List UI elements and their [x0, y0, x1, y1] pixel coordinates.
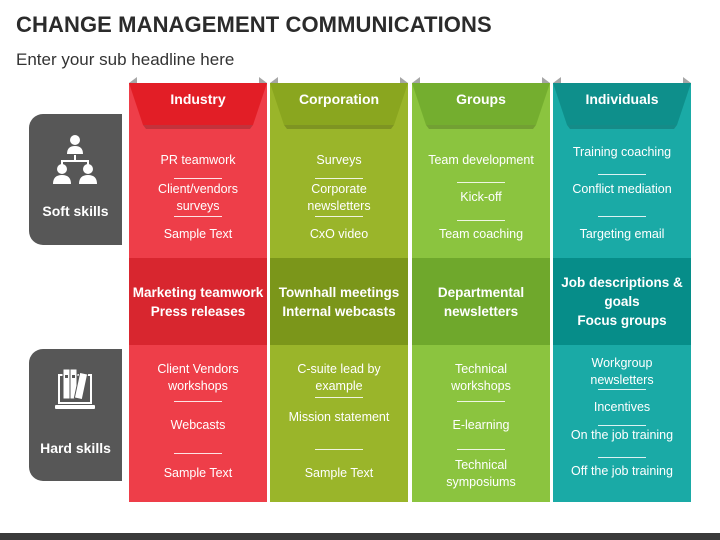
middle-line: Marketing teamwork — [132, 284, 264, 300]
books-laptop-icon — [55, 368, 95, 409]
item-divider — [315, 178, 363, 180]
hard-item: Off the job training — [571, 464, 673, 478]
header-ribbon-shape — [270, 77, 408, 129]
column-header: Individuals — [553, 77, 691, 133]
hard-item: C-suite lead by example — [297, 362, 381, 393]
column-header-label: Corporation — [298, 91, 380, 107]
column-header-label: Industry — [170, 91, 226, 107]
org-chart-icon — [53, 135, 97, 184]
row-label-hard-skills: Hard skills — [29, 349, 122, 481]
row-label-text: Hard skills — [40, 440, 111, 456]
item-divider — [174, 453, 222, 454]
column-header: Industry — [129, 77, 267, 133]
middle-line: Job descriptions & goals — [561, 275, 683, 309]
item-divider — [457, 401, 505, 402]
item-divider — [174, 178, 222, 180]
soft-item: Surveys — [316, 152, 362, 167]
row-label-text: Soft skills — [42, 203, 109, 219]
item-divider — [598, 425, 646, 426]
hard-item: Workgroup newsletters — [590, 356, 654, 387]
item-divider — [457, 182, 505, 184]
item-divider — [598, 457, 646, 458]
page-subtitle: Enter your sub headline here — [16, 50, 235, 69]
soft-item: Team development — [428, 152, 534, 167]
hard-item: Sample Text — [163, 466, 233, 480]
hard-item: Client Vendors workshops — [157, 362, 239, 393]
middle-text: Departmental newsletters — [412, 283, 550, 321]
item-divider — [174, 215, 222, 217]
soft-item: Conflict mediation — [572, 182, 672, 196]
hard-skills-cell — [129, 345, 267, 502]
item-divider — [457, 449, 505, 450]
soft-item: Sample Text — [163, 227, 233, 242]
hard-item: Incentives — [593, 400, 651, 414]
hard-item: On the job training — [570, 428, 674, 442]
soft-item: Targeting email — [579, 227, 665, 242]
soft-item: Client/vendors surveys — [158, 182, 238, 213]
middle-line: Press releases — [150, 303, 246, 319]
item-divider — [315, 397, 363, 398]
row-label-soft-skills: Soft skills — [29, 114, 122, 245]
column-header: Corporation — [270, 77, 408, 133]
middle-line: Focus groups — [577, 313, 667, 328]
soft-item: Kick-off — [460, 190, 502, 204]
header-ribbon-shape — [129, 77, 267, 129]
soft-item: Training coaching — [572, 144, 672, 159]
footer-bar — [0, 533, 720, 540]
middle-line: Departmental newsletters — [437, 284, 525, 319]
soft-item: PR teamwork — [160, 152, 236, 167]
hard-skills-cell — [553, 345, 691, 502]
item-divider — [315, 449, 363, 450]
column-header: Groups — [412, 77, 550, 133]
header-ribbon-shape — [412, 77, 550, 129]
item-divider — [174, 401, 222, 402]
hard-item: Technical symposiums — [446, 458, 516, 489]
middle-line: Townhall meetings — [278, 284, 400, 300]
column-header-label: Individuals — [585, 91, 659, 107]
hard-skills-cell — [270, 345, 408, 502]
item-divider — [598, 389, 646, 390]
hard-skills-cell — [412, 345, 550, 502]
middle-highlight-cell: Departmental newsletters — [412, 258, 550, 345]
hard-item: Webcasts — [170, 418, 226, 432]
soft-item: Team coaching — [438, 227, 524, 242]
hard-item: Technical workshops — [451, 362, 511, 393]
hard-item: E-learning — [452, 418, 510, 432]
column-header-label: Groups — [456, 91, 506, 107]
header-ribbon-shape — [553, 77, 691, 129]
soft-item: CxO video — [309, 227, 369, 242]
middle-line: Internal webcasts — [282, 303, 396, 319]
hard-item: Sample Text — [304, 466, 374, 480]
item-divider — [457, 219, 505, 221]
item-divider — [598, 174, 646, 176]
soft-item: Corporate newsletters — [307, 182, 371, 213]
item-divider — [598, 215, 646, 217]
page-title: CHANGE MANAGEMENT COMMUNICATIONS — [16, 12, 492, 37]
hard-item: Mission statement — [288, 410, 390, 424]
item-divider — [315, 215, 363, 217]
